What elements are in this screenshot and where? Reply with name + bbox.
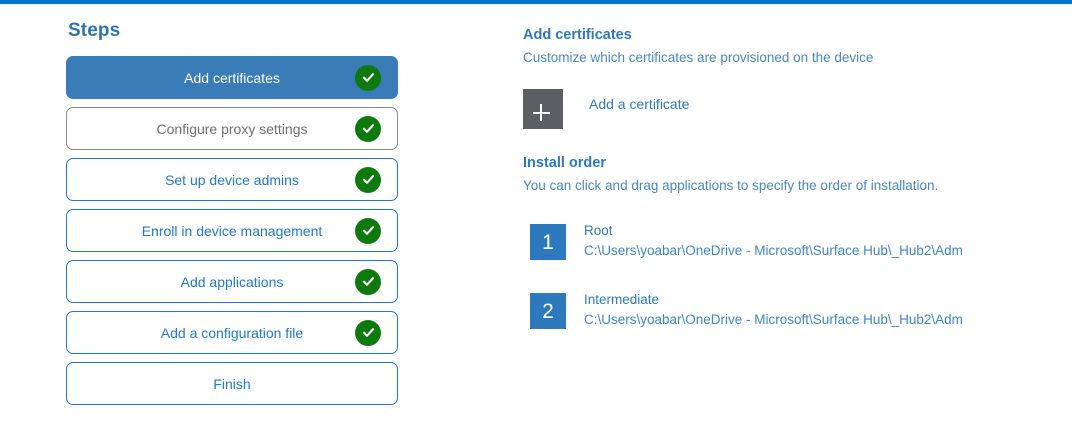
install-order-list: 1 Root C:\Users\yoabar\OneDrive - Micros… [523, 221, 1043, 330]
install-order-heading: Install order [523, 155, 606, 172]
wizard-page: Steps Add certificates Configure proxy s… [0, 4, 1072, 443]
add-certificate-row: Add a certificate [523, 89, 1043, 130]
step-label: Configure proxy settings [156, 120, 308, 137]
step-item-add-certificates[interactable]: Add certificates [66, 56, 398, 99]
top-accent-bar [0, 0, 1072, 4]
step-label: Add applications [180, 273, 284, 290]
check-circle-icon [355, 319, 381, 346]
order-number-badge: 1 [530, 224, 566, 261]
add-certificates-heading: Add certificates [523, 27, 632, 43]
step-label: Add certificates [184, 69, 280, 86]
step-item-add-a-configuration-file[interactable]: Add a configuration file [66, 311, 398, 354]
step-item-configure-proxy-settings[interactable]: Configure proxy settings [66, 107, 398, 150]
step-label: Finish [213, 375, 251, 392]
step-item-set-up-device-admins[interactable]: Set up device admins [66, 158, 398, 201]
check-circle-icon [355, 115, 381, 142]
certificate-name: Root [584, 223, 613, 239]
step-label: Set up device admins [165, 171, 299, 188]
add-a-certificate-link[interactable]: Add a certificate [589, 96, 690, 113]
detail-pane: Add certificates Customize which certifi… [523, 26, 1043, 330]
add-certificates-subheading: Customize which certificates are provisi… [523, 49, 874, 65]
order-item-text: Root C:\Users\yoabar\OneDrive - Microsof… [584, 221, 963, 260]
step-label: Enroll in device management [141, 222, 323, 239]
install-order-subheading: You can click and drag applications to s… [523, 177, 939, 193]
plus-icon-vertical-stroke [540, 104, 542, 122]
step-label: Add a configuration file [160, 324, 304, 341]
step-list: Add certificates Configure proxy setting… [66, 56, 398, 405]
check-circle-icon [355, 166, 381, 193]
certificate-path: C:\Users\yoabar\OneDrive - Microsoft\Sur… [584, 242, 963, 258]
check-circle-icon [355, 268, 381, 295]
order-number-badge: 2 [530, 293, 566, 330]
list-item[interactable]: 1 Root C:\Users\yoabar\OneDrive - Micros… [523, 221, 1043, 261]
list-item[interactable]: 2 Intermediate C:\Users\yoabar\OneDrive … [523, 290, 1043, 330]
steps-panel-title: Steps [68, 20, 121, 41]
step-item-add-applications[interactable]: Add applications [66, 260, 398, 303]
check-circle-icon [355, 64, 381, 91]
install-order-section: Install order You can click and drag app… [523, 154, 1043, 330]
check-circle-icon [355, 217, 381, 244]
step-item-enroll-in-device-management[interactable]: Enroll in device management [66, 209, 398, 252]
plus-icon[interactable] [523, 89, 563, 130]
certificate-name: Intermediate [584, 292, 660, 308]
steps-panel: Steps Add certificates Configure proxy s… [66, 20, 398, 405]
order-item-text: Intermediate C:\Users\yoabar\OneDrive - … [584, 290, 963, 329]
step-item-finish[interactable]: Finish [66, 362, 398, 405]
certificate-path: C:\Users\yoabar\OneDrive - Microsoft\Sur… [584, 311, 963, 327]
